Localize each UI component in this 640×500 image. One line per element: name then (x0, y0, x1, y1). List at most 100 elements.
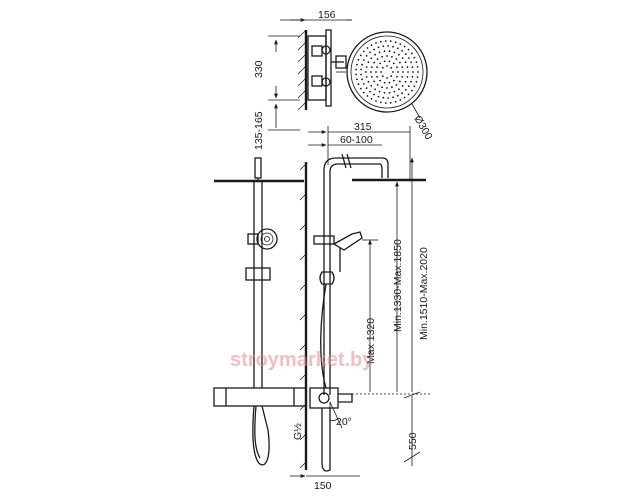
nozzle-dot (410, 80, 412, 83)
nozzle-dot (394, 100, 397, 103)
nozzle-dot (417, 71, 419, 73)
nozzle-dot (367, 80, 370, 83)
nozzle-dot (379, 79, 381, 82)
nozzle-dot (399, 80, 401, 83)
nozzle-dot (384, 102, 387, 104)
nozzle-dot (378, 90, 381, 93)
nozzle-dot (357, 83, 360, 86)
nozzle-dot (386, 55, 388, 57)
nozzle-dot (394, 41, 397, 44)
nozzle-dot (408, 57, 410, 59)
nozzle-dot (406, 66, 409, 68)
nozzle-dot (404, 53, 407, 55)
nozzle-dot (410, 61, 412, 64)
nozzle-dot (356, 78, 358, 81)
nozzle-dot (393, 51, 396, 54)
nozzle-dot (406, 76, 409, 78)
nozzle-dot (380, 71, 382, 73)
nozzle-dot (386, 65, 388, 67)
nozzle-dot (396, 66, 398, 69)
nozzle-dot (382, 45, 385, 48)
height-dimensions: Max 1320 Min.1330-Max.1850 Min.1510-Max.… (340, 157, 430, 466)
nozzle-dot (404, 80, 407, 83)
nozzle-dot (384, 40, 387, 42)
nozzle-dot (391, 55, 393, 58)
nozzle-dot (370, 57, 373, 59)
nozzle-dot (401, 49, 403, 52)
nozzle-dot (386, 77, 388, 79)
nozzle-dot (365, 87, 368, 89)
nozzle-dot (360, 68, 362, 71)
nozzle-dot (393, 62, 395, 65)
nozzle-dot (370, 97, 373, 100)
nozzle-dot (399, 99, 402, 101)
nozzle-dot (391, 86, 393, 89)
nozzle-dot (398, 53, 400, 56)
nozzle-dot (383, 91, 386, 94)
nozzle-dot (360, 73, 362, 76)
nozzle-dot (402, 71, 404, 73)
dim-330: 330 (253, 60, 265, 78)
nozzle-dot (407, 71, 409, 73)
nozzle-dot (396, 47, 399, 50)
nozzle-dot (379, 62, 381, 65)
nozzle-dot (413, 56, 416, 59)
nozzle-dot (381, 86, 383, 89)
nozzle-dot (365, 76, 368, 78)
nozzle-dot (375, 100, 377, 102)
nozzle-dot (370, 76, 373, 78)
nozzle-dot (375, 42, 377, 44)
nozzle-dot (363, 59, 365, 61)
nozzle-dot (401, 57, 404, 59)
nozzle-dot (365, 55, 368, 57)
nozzle-dot (374, 53, 376, 56)
wall-hatch (297, 29, 307, 111)
nozzle-dot (365, 71, 367, 73)
nozzle-dot (395, 58, 398, 60)
nozzle-dot (390, 75, 393, 78)
nozzle-dot (399, 61, 401, 64)
nozzle-dot (366, 47, 369, 49)
nozzle-dot (403, 96, 406, 99)
nozzle-dot (397, 71, 399, 73)
nozzle-dot (387, 97, 390, 99)
nozzle-dot (359, 54, 362, 57)
nozzle-dot (413, 85, 416, 88)
nozzle-dot (399, 43, 402, 45)
nozzle-dot (382, 96, 385, 99)
nozzle-dot (376, 66, 378, 69)
nozzle-dot (407, 48, 410, 51)
nozzle-dot (374, 88, 376, 91)
dim-315: 315 (354, 121, 372, 133)
nozzle-dot (390, 66, 393, 69)
nozzle-dot (392, 71, 394, 73)
dim-angle: 20° (336, 416, 352, 428)
nozzle-dot (361, 78, 363, 81)
dim-135-165: 135-165 (253, 111, 265, 150)
nozzle-dot (388, 50, 391, 53)
nozzle-dot (362, 91, 365, 94)
nozzle-dot (363, 83, 365, 85)
nozzle-dot (379, 40, 382, 43)
dim-150: 150 (314, 480, 332, 492)
nozzle-dot (388, 81, 391, 84)
nozzle-dot (392, 45, 394, 48)
nozzle-dot (393, 90, 396, 93)
watermark: stroymarket.by (230, 349, 374, 371)
nozzle-dot (355, 68, 357, 71)
nozzle-dot (370, 71, 372, 73)
nozzle-dot (367, 61, 370, 64)
nozzle-dot (388, 60, 391, 63)
nozzle-dot (375, 71, 377, 73)
nozzle-dot (373, 48, 375, 51)
nozzle-dot (407, 93, 410, 96)
mixer-side-view: 156 330 135-165 (253, 9, 352, 150)
nozzle-dot (415, 61, 418, 64)
nozzle-dot (365, 66, 368, 68)
nozzle-dot (410, 89, 413, 92)
nozzle-dot (388, 91, 391, 94)
nozzle-dot (376, 75, 378, 78)
nozzle-dot (401, 85, 404, 87)
nozzle-dot (412, 71, 414, 73)
nozzle-dot (376, 58, 379, 60)
